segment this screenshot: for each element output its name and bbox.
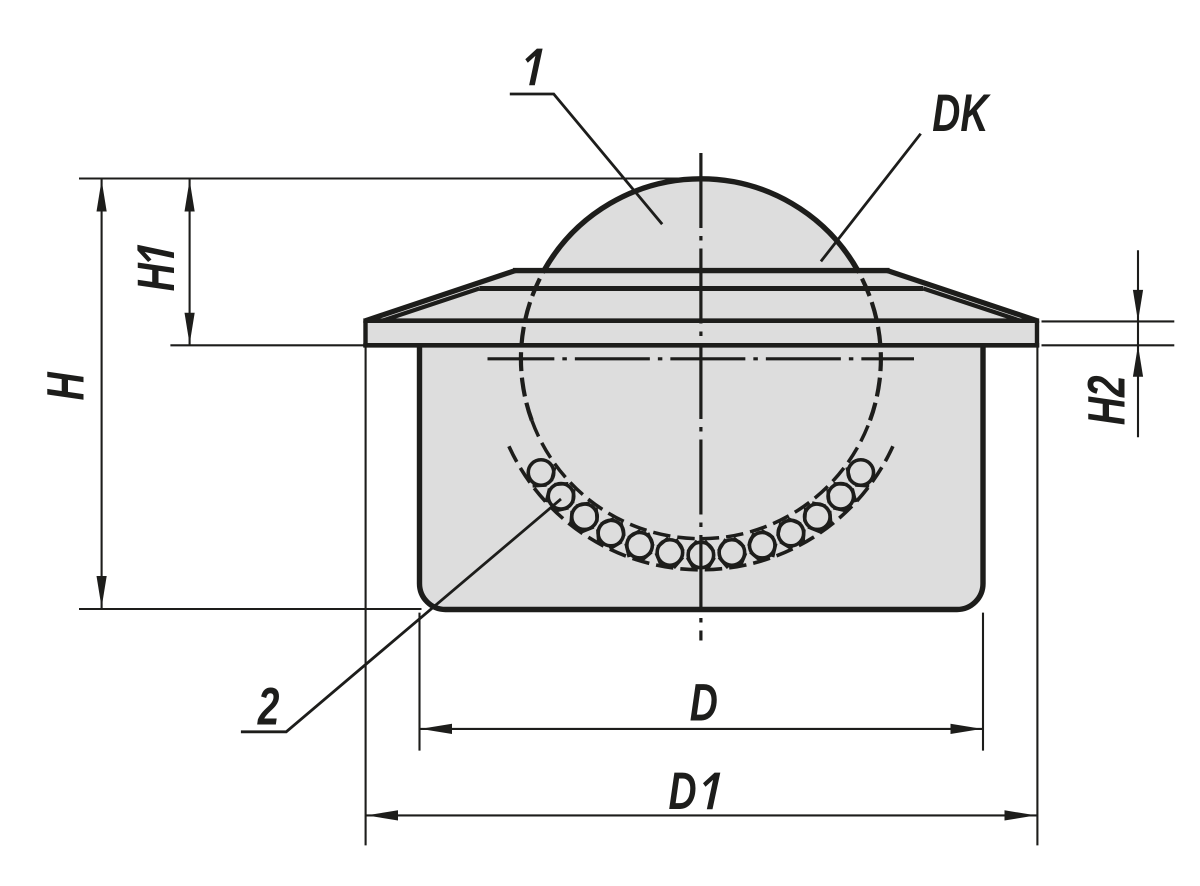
svg-text:D: D [669,761,697,820]
svg-text:D: D [690,672,718,731]
svg-text:H2: H2 [1077,375,1136,425]
svg-text:H: H [126,262,185,291]
svg-text:DK: DK [932,83,991,142]
svg-text:H: H [36,371,95,400]
svg-text:2: 2 [257,677,280,736]
